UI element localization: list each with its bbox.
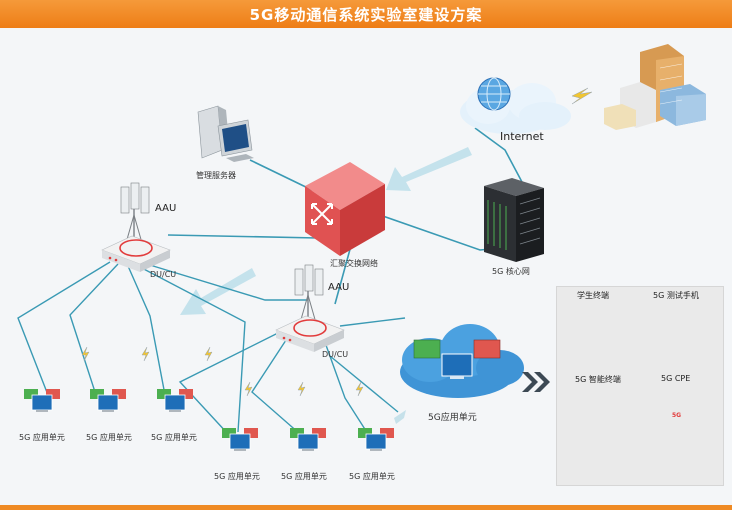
buildings-icon: [604, 44, 706, 130]
internet-label: Internet: [500, 130, 544, 143]
app-cloud-icon: [400, 324, 524, 398]
aau-label-a: AAU: [155, 203, 177, 214]
title-bar: 5G移动通信系统实验室建设方案: [0, 0, 732, 28]
link-server-switch: [249, 159, 313, 191]
flow-arrow-internet-switch: [386, 147, 472, 191]
link-switch-core: [379, 214, 503, 251]
app-unit-label-4: 5G 应用单元: [214, 472, 260, 481]
core-label: 5G 核心网: [492, 267, 530, 276]
small-arrow-icon: [394, 410, 406, 424]
app-unit-label-6: 5G 应用单元: [349, 472, 395, 481]
app-unit-label-5: 5G 应用单元: [281, 472, 327, 481]
switch-label: 汇聚交换网络: [330, 259, 378, 268]
ducu-label-b: DU/CU: [322, 350, 349, 359]
server-icon: [197, 105, 254, 162]
student-terminal-title: 学生终端: [577, 291, 609, 300]
link-ducu-a-switch: [167, 234, 319, 239]
switch-icon: [305, 162, 385, 256]
app-unit-label-1: 5G 应用单元: [19, 433, 65, 442]
aau-label-b: AAU: [328, 282, 350, 293]
test-phone-title: 5G 测试手机: [653, 291, 699, 300]
app-unit-icons: [24, 389, 394, 451]
cpe-title: 5G CPE: [661, 374, 691, 383]
wireless-bolts: [81, 87, 593, 397]
fanout-links: [17, 261, 406, 435]
mgmt-server-label: 管理服务器: [196, 171, 236, 180]
bottom-bar: [0, 505, 732, 510]
page-title: 5G移动通信系统实验室建设方案: [249, 5, 483, 24]
ducu-icon-a: [101, 235, 171, 272]
chevron-right-icon: [522, 372, 550, 392]
ducu-icon-b: [275, 315, 345, 352]
app-cloud-label: 5G应用单元: [428, 413, 477, 423]
link-switch-ducu-b: [334, 241, 353, 305]
ducu-label-a: DU/CU: [150, 270, 177, 279]
app-unit-label-2: 5G 应用单元: [86, 433, 132, 442]
core-rack-icon: [484, 178, 544, 262]
internet-cloud: [460, 77, 571, 134]
link-internet-core: [474, 127, 523, 183]
flow-arrow-switch-du: [180, 268, 256, 315]
smart-terminal-title: 5G 智能终端: [575, 375, 621, 384]
app-unit-label-3: 5G 应用单元: [151, 433, 197, 442]
terminal-panel: 学生终端 5G 测试手机 5G 智能终端 5G CPE 5G: [556, 286, 724, 486]
cpe-logo: 5G: [672, 412, 682, 419]
